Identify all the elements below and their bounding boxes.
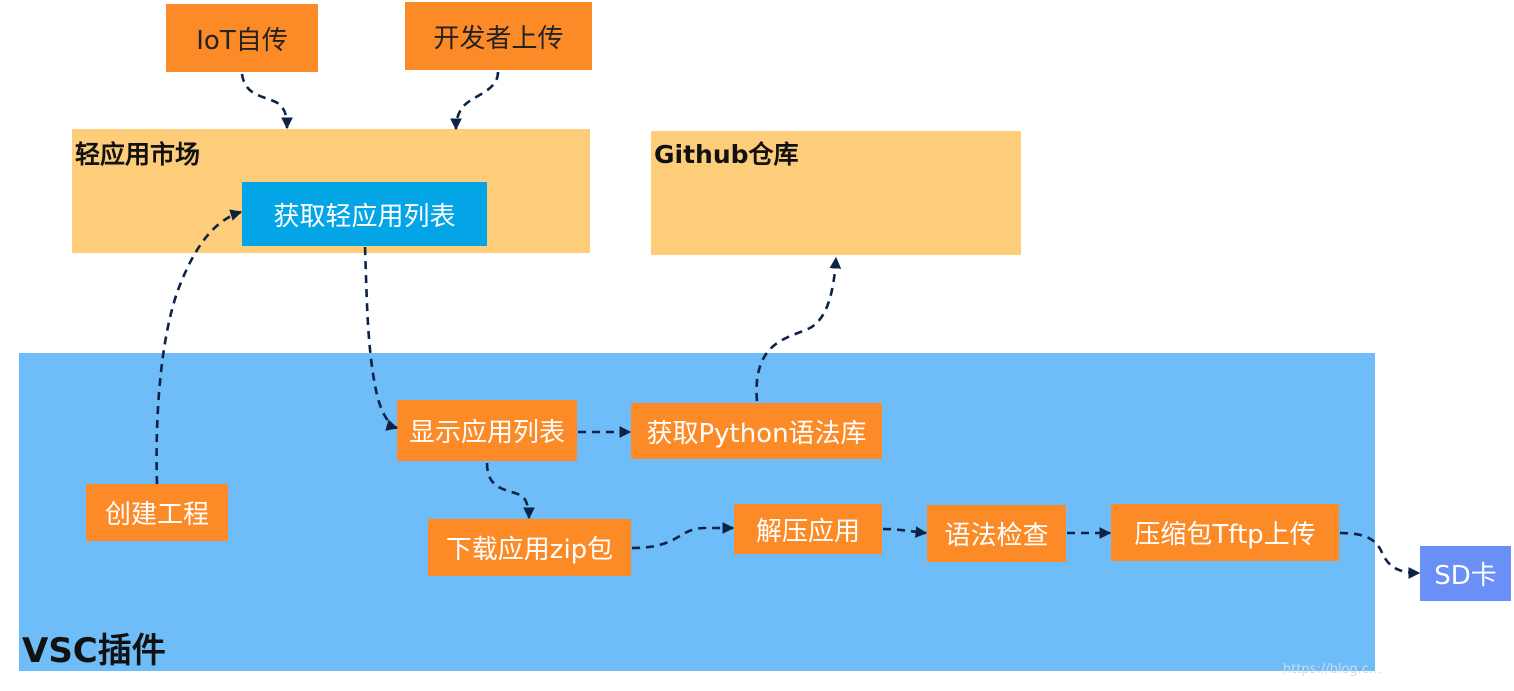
arrow-developer-to-market [450,71,500,131]
vsc-label: VSC插件 [22,631,166,671]
compress-tftp-upload-node: 压缩包Tftp上传 [1111,504,1339,561]
get-app-list-node: 获取轻应用列表 [242,182,487,246]
arrow-iot-to-market [240,73,293,130]
unzip-app-node: 解压应用 [734,504,882,554]
watermark-text: https://blog.c... [1283,662,1382,677]
github-label: Github仓库 [654,140,799,169]
syntax-check-node: 语法检查 [927,505,1066,562]
get-python-lib-node: 获取Python语法库 [631,403,882,459]
download-zip-node: 下载应用zip包 [428,519,631,576]
iot-upload-node: IoT自传 [166,4,318,72]
market-label: 轻应用市场 [75,140,201,169]
sd-card-node: SD卡 [1420,546,1511,601]
create-project-node: 创建工程 [86,484,228,541]
developer-upload-node: 开发者上传 [405,2,592,70]
show-app-list-node: 显示应用列表 [397,400,577,461]
github-container: Github仓库 [651,131,1021,255]
